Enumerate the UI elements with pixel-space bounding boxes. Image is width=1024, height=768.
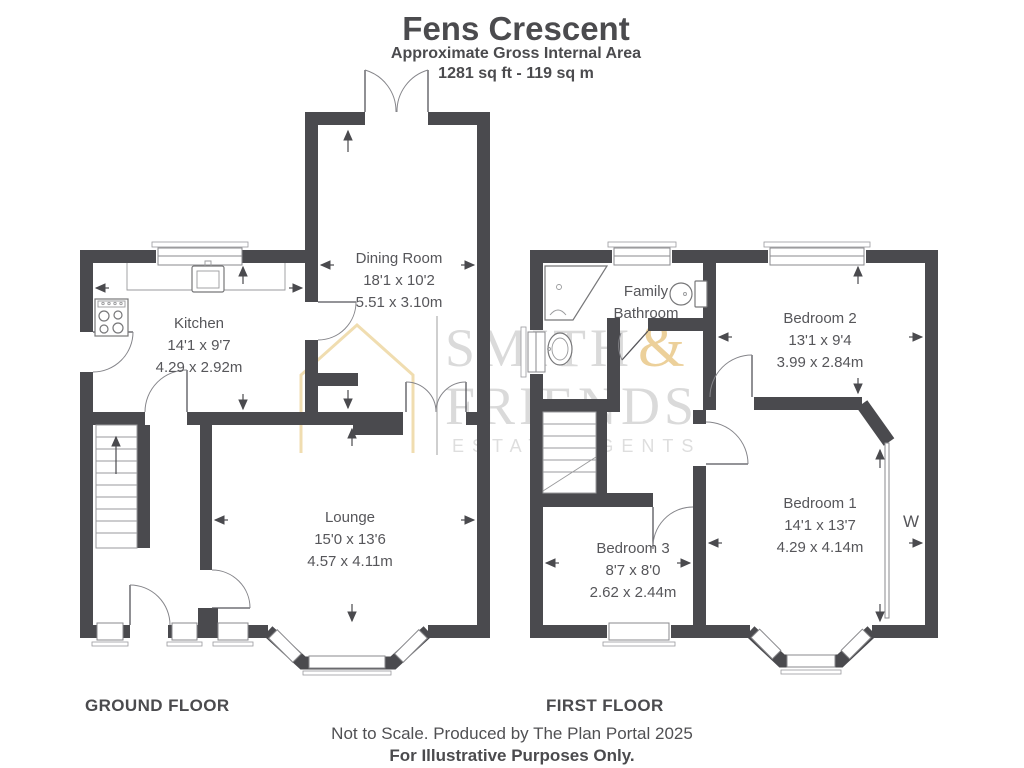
svg-text:Bedroom 2: Bedroom 2	[783, 310, 856, 327]
bathroom-door-icon	[618, 330, 649, 361]
ground-floor-dimension-arrows	[94, 129, 476, 623]
page-subtitle: Approximate Gross Internal Area	[391, 45, 641, 62]
footer: Not to Scale. Produced by The Plan Porta…	[331, 724, 693, 765]
kitchen-dining-door-icon	[317, 301, 357, 341]
dining-room-label: Dining Room 18'1 x 10'2 5.51 x 3.10m	[356, 250, 443, 311]
sink-icon	[191, 260, 225, 293]
svg-text:4.57 x 4.11m: 4.57 x 4.11m	[307, 553, 393, 570]
svg-text:5.51 x 3.10m: 5.51 x 3.10m	[356, 294, 443, 311]
svg-text:2.62 x 2.44m: 2.62 x 2.44m	[590, 584, 677, 601]
bedroom-1-door-icon	[705, 421, 749, 465]
first-floor-dimension-arrows	[544, 265, 924, 623]
svg-text:4.29 x 4.14m: 4.29 x 4.14m	[777, 539, 864, 556]
bedroom-2-label: Bedroom 2 13'1 x 9'4 3.99 x 2.84m	[777, 310, 864, 371]
svg-text:Family: Family	[624, 283, 669, 300]
svg-text:14'1 x 13'7: 14'1 x 13'7	[784, 517, 856, 534]
shower-icon	[544, 265, 609, 321]
svg-text:Dining Room: Dining Room	[356, 250, 443, 267]
bedroom-1-label: Bedroom 1 14'1 x 13'7 4.29 x 4.14m	[777, 495, 864, 556]
lounge-label: Lounge 15'0 x 13'6 4.57 x 4.11m	[307, 509, 393, 570]
house-outline-icon	[299, 322, 415, 453]
toilet-icon	[669, 280, 708, 308]
first-floor-plan: Family Bathroom Bedroom 2 13'1 x 9'4 3.9…	[520, 241, 938, 715]
page-title: Fens Crescent	[402, 10, 629, 47]
ground-floor-windows	[91, 241, 428, 676]
stairs-icon	[95, 424, 138, 549]
bedroom-3-label: Bedroom 3 8'7 x 8'0 2.62 x 2.44m	[590, 540, 677, 601]
svg-text:18'1 x 10'2: 18'1 x 10'2	[363, 272, 435, 289]
bedroom-3-door-icon	[652, 506, 694, 550]
svg-text:3.99 x 2.84m: 3.99 x 2.84m	[777, 354, 864, 371]
svg-text:Bathroom: Bathroom	[613, 305, 678, 322]
svg-text:Lounge: Lounge	[325, 509, 375, 526]
kitchen-label: Kitchen 14'1 x 9'7 4.29 x 2.92m	[156, 315, 243, 376]
wardrobe-label: W	[903, 512, 919, 531]
kitchen-side-door-icon	[92, 331, 134, 373]
svg-text:Kitchen: Kitchen	[174, 315, 224, 332]
stove-icon	[94, 298, 129, 337]
dining-lounge-double-door-icon	[405, 381, 467, 413]
first-floor-label: FIRST FLOOR	[546, 696, 664, 715]
first-floor-windows	[520, 241, 872, 675]
first-floor-stairs-icon	[542, 411, 597, 494]
basin-icon	[547, 332, 573, 366]
svg-text:8'7 x 8'0: 8'7 x 8'0	[606, 562, 661, 579]
ground-floor-walls	[80, 112, 490, 670]
ground-floor-doors	[92, 69, 467, 626]
footer-disclaimer: Not to Scale. Produced by The Plan Porta…	[331, 724, 693, 743]
ground-floor-label: GROUND FLOOR	[85, 696, 230, 715]
bedroom-2-door-icon	[709, 354, 753, 398]
svg-text:Bedroom 3: Bedroom 3	[596, 540, 669, 557]
ground-floor-plan: Kitchen 14'1 x 9'7 4.29 x 2.92m Dining R…	[80, 69, 490, 715]
page-area: 1281 sq ft - 119 sq m	[438, 65, 594, 82]
french-doors-icon	[364, 69, 429, 113]
hall-kitchen-door-icon	[144, 369, 188, 413]
header: Fens Crescent Approximate Gross Internal…	[391, 10, 641, 82]
front-door-icon	[129, 584, 171, 626]
wardrobe-front-line	[884, 442, 890, 619]
svg-text:15'0 x 13'6: 15'0 x 13'6	[314, 531, 386, 548]
svg-text:4.29 x 2.92m: 4.29 x 2.92m	[156, 359, 243, 376]
family-bathroom-label: Family Bathroom	[613, 283, 678, 322]
svg-text:Bedroom 1: Bedroom 1	[783, 495, 856, 512]
svg-text:14'1 x 9'7: 14'1 x 9'7	[167, 337, 230, 354]
hall-lounge-door-icon	[211, 569, 251, 609]
footer-illustrative: For Illustrative Purposes Only.	[389, 746, 634, 765]
first-floor-doors	[618, 330, 753, 550]
svg-text:13'1 x 9'4: 13'1 x 9'4	[788, 332, 851, 349]
